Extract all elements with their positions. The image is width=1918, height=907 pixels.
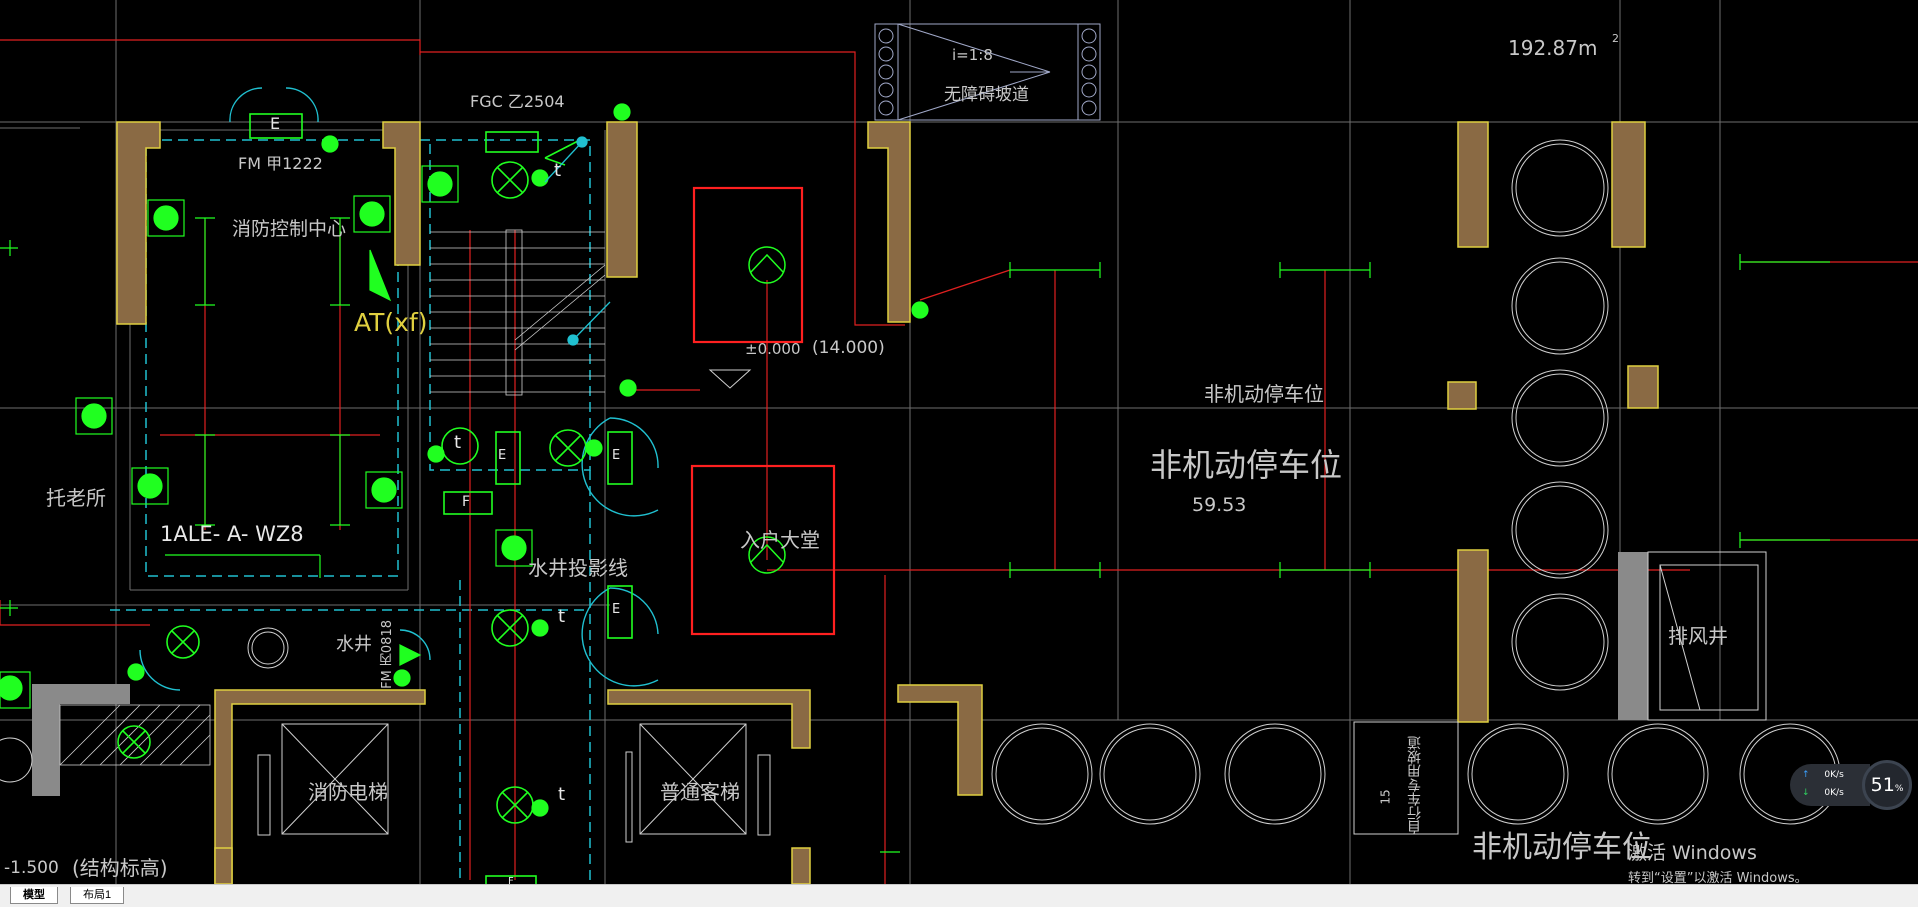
label-nonmotor-area: 59.53 bbox=[1192, 494, 1247, 516]
cad-drawing-canvas[interactable]: FGC 乙2504 FM 甲1222 消防控制中心 AT(xf) 托老所 1AL… bbox=[0, 0, 1918, 887]
label-elev-minus: -1.500 bbox=[4, 858, 59, 878]
download-unit: K/s bbox=[1830, 788, 1844, 798]
upload-arrow-icon: ↑ bbox=[1802, 770, 1810, 780]
green-dimension-lines bbox=[0, 217, 1830, 853]
exhaust-shaft bbox=[1353, 551, 1767, 835]
green-circle-symbols bbox=[117, 113, 633, 884]
network-speed-panel bbox=[1790, 764, 1870, 806]
label-nonmotor-bottom: 非机动停车位 bbox=[1472, 830, 1652, 865]
ramp bbox=[874, 23, 1101, 121]
label-shuijing: 水井 bbox=[336, 634, 372, 655]
label-nonmotor-big: 非机动停车位 bbox=[1150, 446, 1343, 484]
layout-tab-bar: 模型 布局1 bbox=[0, 884, 1918, 907]
label-exhaust: 排风井 bbox=[1668, 624, 1728, 648]
memory-usage-circle[interactable]: 51% bbox=[1862, 760, 1912, 810]
label-fm-bing: FM 丙0818 bbox=[380, 620, 395, 689]
memory-percent-unit: % bbox=[1894, 784, 1904, 794]
gray-wall-left bbox=[32, 684, 130, 796]
label-bike-15: 15 bbox=[1378, 789, 1393, 805]
upload-value: 0 bbox=[1824, 770, 1831, 780]
parking-circles bbox=[0, 139, 1841, 825]
label-ramp-slope: i=1:8 bbox=[952, 46, 993, 64]
lobby-boxes bbox=[690, 186, 836, 636]
watermark-line1: 激活 Windows bbox=[1628, 842, 1757, 864]
tab-model[interactable]: 模型 bbox=[10, 887, 58, 904]
watermark-line2: 转到“设置”以激活 Windows。 bbox=[1628, 871, 1808, 886]
label-elev-zero: ±0.000 bbox=[745, 340, 801, 358]
label-e1: E bbox=[270, 114, 281, 133]
label-fire-elevator: 消防电梯 bbox=[308, 780, 388, 804]
label-e3: E bbox=[612, 448, 621, 463]
elevators bbox=[257, 723, 771, 843]
cyan-dashed-zones bbox=[110, 139, 591, 884]
upload-unit: K/s bbox=[1830, 770, 1844, 780]
doors bbox=[139, 87, 659, 691]
upload-speed: ↑ 0K/s bbox=[1802, 770, 1844, 780]
label-t2: t bbox=[454, 432, 462, 453]
label-ramp: 无障碍坡道 bbox=[944, 85, 1029, 105]
label-t3: t bbox=[558, 606, 566, 627]
label-e4: E bbox=[612, 602, 621, 617]
label-t4: t bbox=[558, 784, 566, 805]
label-lobby: 入户大堂 bbox=[740, 528, 820, 552]
lobby-symbols bbox=[748, 246, 786, 574]
download-value: 0 bbox=[1824, 788, 1831, 798]
label-tuolao: 托老所 bbox=[46, 486, 106, 510]
label-f2: F bbox=[508, 876, 514, 887]
label-shuijing-proj: 水井投影线 bbox=[528, 556, 628, 580]
label-t1: t bbox=[554, 160, 562, 181]
label-area-sup: 2 bbox=[1612, 32, 1619, 45]
gray-column-exhaust bbox=[1618, 552, 1648, 720]
label-area-top: 192.87m bbox=[1508, 36, 1598, 60]
network-speed-widget[interactable]: ↑ 0K/s ↓ 0K/s 51% bbox=[1790, 760, 1916, 810]
cad-drawing bbox=[0, 0, 1918, 884]
label-elev-14: (14.000) bbox=[812, 338, 885, 358]
label-at-xf: AT(xf) bbox=[354, 308, 428, 337]
label-struct-elev: (结构标高) bbox=[72, 856, 168, 880]
hatch-area bbox=[59, 704, 211, 766]
label-fm-jia: FM 甲1222 bbox=[238, 154, 323, 173]
label-e2: E bbox=[498, 448, 507, 463]
label-fire-control: 消防控制中心 bbox=[232, 218, 347, 240]
tab-layout1[interactable]: 布局1 bbox=[70, 887, 125, 904]
download-arrow-icon: ↓ bbox=[1802, 788, 1810, 798]
label-bike-ramp: 自行车专用坡道 bbox=[1407, 736, 1423, 834]
download-speed: ↓ 0K/s bbox=[1802, 788, 1844, 798]
windows-activation-watermark: 激活 Windows 转到“设置”以激活 Windows。 bbox=[1628, 838, 1808, 886]
green-devices bbox=[0, 103, 929, 817]
label-f1: F bbox=[462, 494, 471, 510]
label-normal-elevator: 普通客梯 bbox=[660, 780, 740, 804]
walls bbox=[116, 121, 1659, 884]
cyan-leaders bbox=[544, 136, 611, 346]
label-wz8: 1ALE- A- WZ8 bbox=[160, 522, 304, 546]
label-nonmotor-small: 非机动停车位 bbox=[1204, 382, 1324, 406]
label-fgc: FGC 乙2504 bbox=[470, 92, 565, 111]
stairs bbox=[430, 229, 606, 396]
memory-percent: 51 bbox=[1870, 774, 1895, 796]
elevation-marker bbox=[708, 369, 752, 389]
